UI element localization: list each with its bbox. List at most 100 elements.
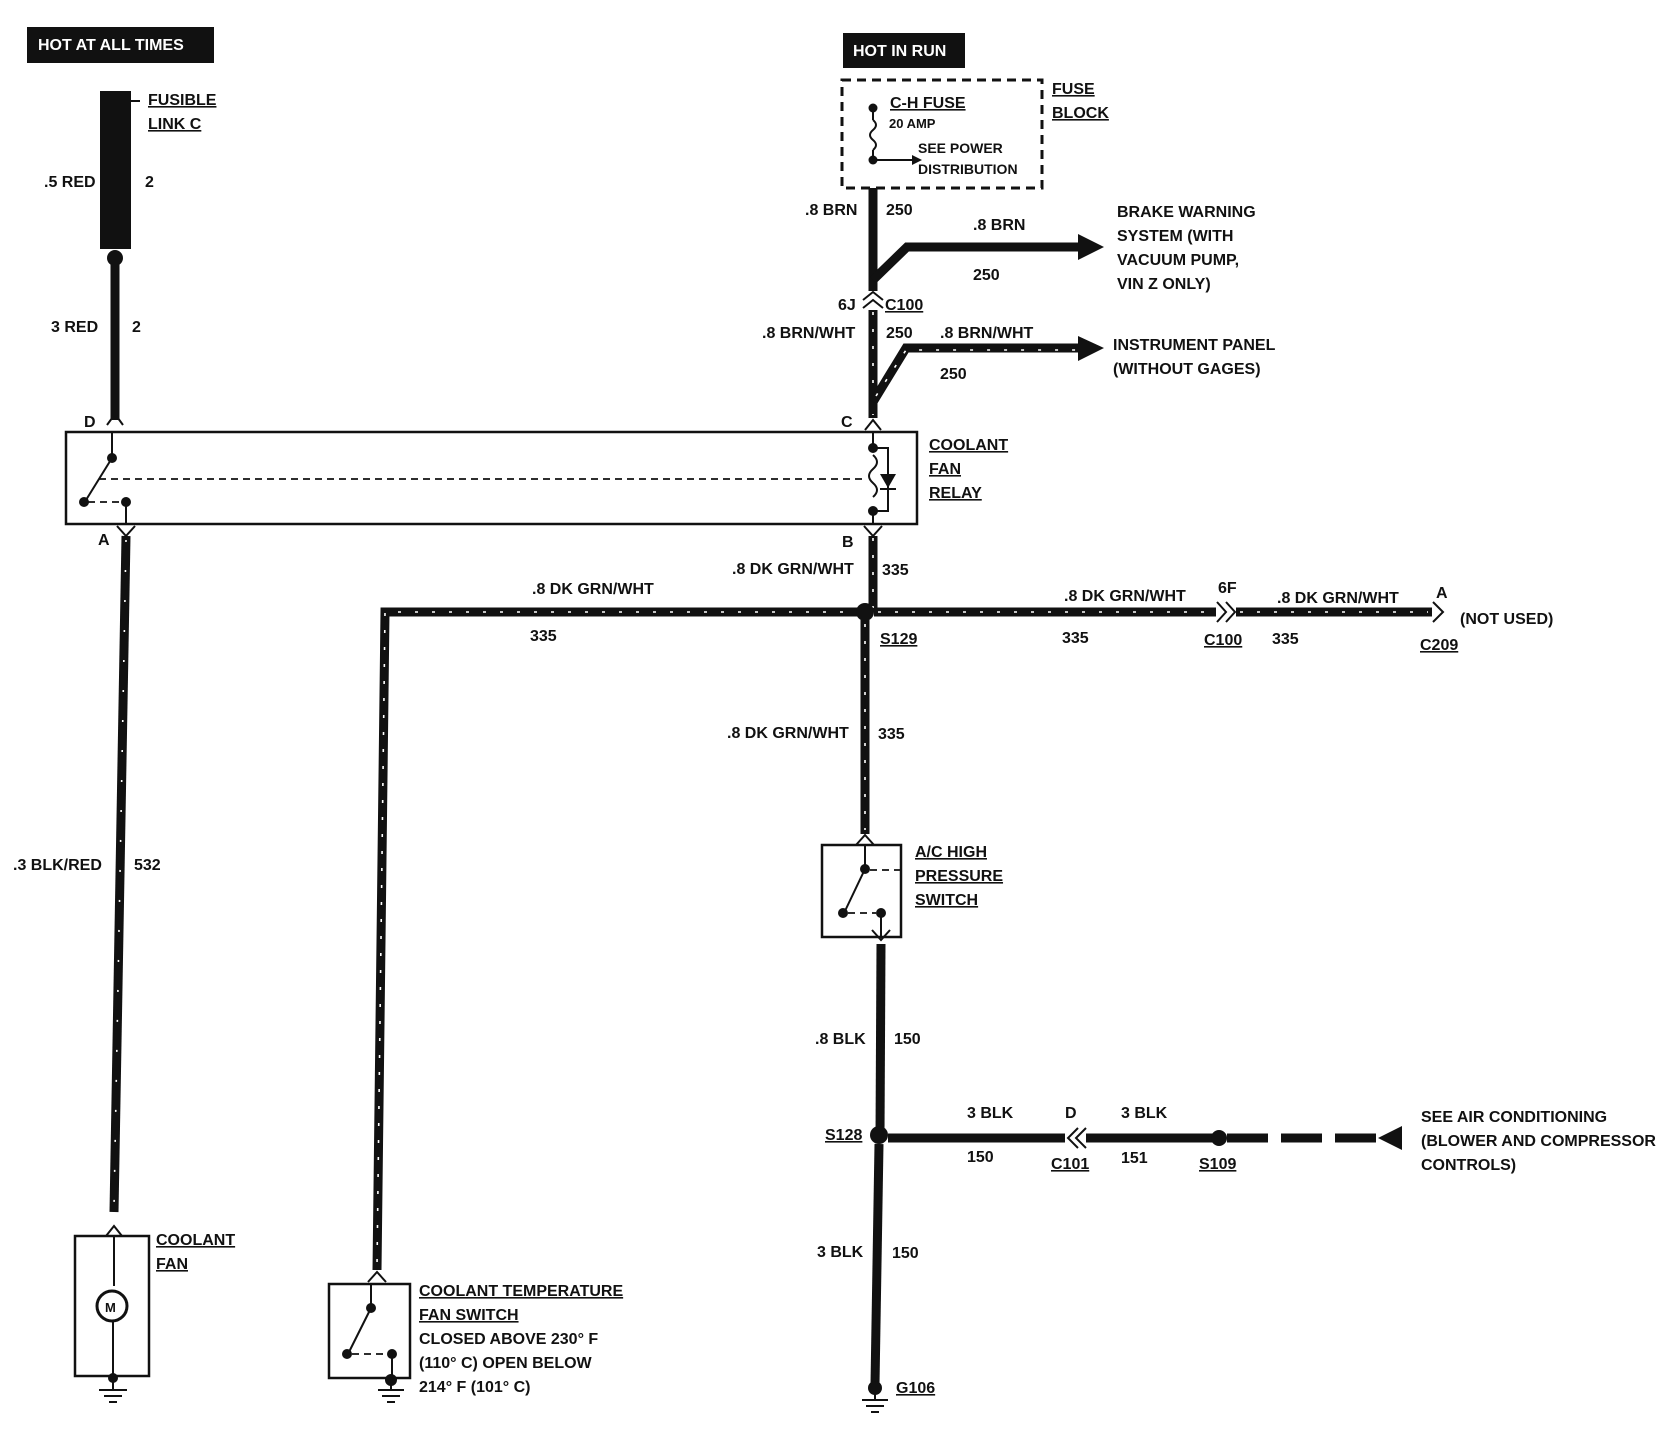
connector-c (864, 418, 882, 431)
connector-d (106, 412, 124, 426)
destination-text: CONTROLS) (1421, 1157, 1516, 1174)
wire-label: .8 DK GRN/WHT (727, 725, 849, 742)
hot-at-all-times-banner: HOT AT ALL TIMES (27, 27, 214, 63)
connector-pin: 6F (1218, 580, 1237, 597)
wire-label: .8 DK GRN/WHT (1277, 590, 1399, 607)
destination-text: SEE AIR CONDITIONING (1421, 1109, 1607, 1126)
circuit-number: 2 (145, 174, 154, 191)
motor-symbol: M (105, 1300, 116, 1315)
relay-pin: B (842, 534, 854, 551)
see-power-text: SEE POWER (918, 140, 1003, 156)
coolant-fan-label: FAN (156, 1256, 188, 1273)
fuse-name: C-H FUSE (890, 95, 966, 112)
wire-label: .5 RED (44, 174, 96, 191)
circuit-number: 150 (967, 1149, 994, 1166)
temp-switch-description: CLOSED ABOVE 230° F (419, 1331, 598, 1348)
circuit-number: 250 (886, 325, 913, 342)
ground-icon (378, 1384, 404, 1403)
destination-text: VACUUM PUMP, (1117, 252, 1239, 269)
ac-high-pressure-switch (820, 843, 903, 939)
splice-label: S129 (880, 631, 917, 648)
ground-icon (99, 1380, 127, 1403)
wire-label: .8 DK GRN/WHT (732, 561, 854, 578)
destination-text: (BLOWER AND COMPRESSOR (1421, 1133, 1656, 1150)
see-power-text: DISTRIBUTION (918, 161, 1018, 177)
coolant-fan-relay (64, 430, 919, 526)
ac-switch-label: PRESSURE (915, 868, 1003, 885)
circuit-number: 150 (894, 1031, 921, 1048)
wire-label: .8 BLK (815, 1031, 866, 1048)
temp-switch-label: FAN SWITCH (419, 1307, 519, 1324)
relay-coil (868, 432, 896, 524)
relay-pin: C (841, 414, 853, 431)
circuit-number: 335 (530, 628, 557, 645)
connector-label: C100 (1204, 632, 1242, 649)
circuit-number: 2 (132, 319, 141, 336)
connector-c100-6j (862, 290, 884, 309)
circuit-number: 150 (892, 1245, 919, 1262)
ac-switch-label: A/C HIGH (915, 844, 987, 861)
wire-label: .8 BRN (973, 217, 1025, 234)
relay-label: COOLANT (929, 437, 1008, 454)
fuse-block-label: FUSE (1052, 81, 1095, 98)
ac-switch-label: SWITCH (915, 892, 978, 909)
circuit-number: 335 (1062, 630, 1089, 647)
wire-label: .8 BRN/WHT (940, 325, 1034, 342)
temp-switch-label: COOLANT TEMPERATURE (419, 1283, 623, 1300)
connector-fan (105, 1224, 123, 1237)
splice-s129 (856, 603, 874, 621)
relay-label: FAN (929, 461, 961, 478)
circuit-number: 335 (1272, 631, 1299, 648)
connector-label: C101 (1051, 1156, 1089, 1173)
wire-dk-grn-wht-left (372, 607, 864, 1271)
coolant-fan-label: COOLANT (156, 1232, 235, 1249)
destination-text: BRAKE WARNING (1117, 204, 1256, 221)
circuit-number: 335 (878, 726, 905, 743)
connector-temp-switch (367, 1270, 387, 1283)
hot-in-run-banner: HOT IN RUN (843, 33, 965, 68)
circuit-number: 335 (882, 562, 909, 579)
ground-g106 (868, 1381, 882, 1395)
relay-switch (79, 432, 866, 524)
wire-brn-wht-branch (869, 343, 1080, 405)
relay-pin: A (98, 532, 110, 549)
arrow-instrument-panel (1078, 336, 1104, 361)
fusible-link-label: FUSIBLE (148, 92, 217, 109)
not-used-text: (NOT USED) (1460, 611, 1553, 628)
wire-blk-ground (870, 1143, 884, 1385)
relay-label: RELAY (929, 485, 982, 502)
relay-pin: D (84, 414, 96, 431)
circuit-number: 151 (1121, 1150, 1148, 1167)
wire-label: 3 BLK (1121, 1105, 1168, 1122)
wire-blk (875, 943, 886, 1137)
ground-icon (862, 1392, 888, 1413)
wire-label: .3 BLK/RED (13, 857, 102, 874)
temp-switch-description: 214° F (101° C) (419, 1379, 531, 1396)
connector-pin: 6J (838, 297, 856, 314)
connector-c209 (1432, 601, 1445, 623)
destination-text: INSTRUMENT PANEL (1113, 337, 1276, 354)
circuit-number: 532 (134, 857, 161, 874)
splice-s109 (1211, 1130, 1227, 1146)
fuse-block (840, 78, 1044, 190)
wire-label: 3 BLK (967, 1105, 1014, 1122)
wire-label: .8 DK GRN/WHT (532, 581, 654, 598)
svg-text:HOT IN RUN: HOT IN RUN (853, 43, 946, 60)
coolant-temperature-fan-switch (327, 1282, 412, 1380)
splice-s128 (870, 1126, 888, 1144)
connector-label: C209 (1420, 637, 1458, 654)
connector-b (863, 525, 883, 538)
circuit-number: 250 (940, 366, 967, 383)
wire-label: .8 DK GRN/WHT (1064, 588, 1186, 605)
connector-a (116, 525, 136, 538)
connector-pin: D (1065, 1105, 1077, 1122)
connector-c100-6f (1216, 601, 1237, 623)
wire-label: 3 RED (51, 319, 98, 336)
wire-label: 3 BLK (817, 1244, 864, 1261)
diode-icon (880, 474, 896, 488)
splice-label: S109 (1199, 1156, 1236, 1173)
wire-brn-branch (869, 242, 1080, 284)
connector-pin: A (1436, 585, 1448, 602)
destination-text: (WITHOUT GAGES) (1113, 361, 1261, 378)
